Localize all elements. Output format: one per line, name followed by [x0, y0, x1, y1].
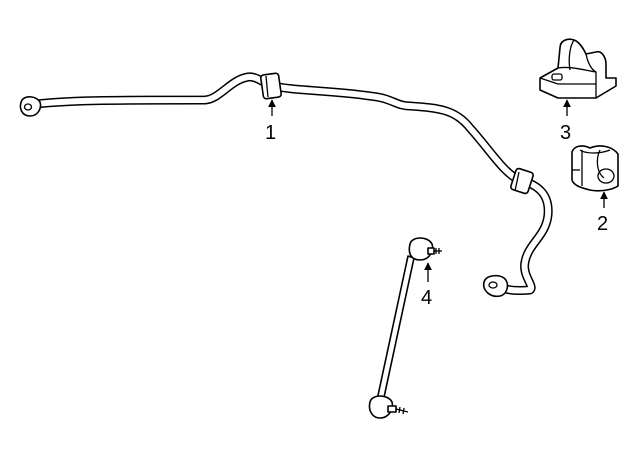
bar-end-right	[482, 274, 509, 298]
callout-1: 1	[265, 122, 276, 144]
bar-bushing-right	[510, 167, 534, 195]
bar-bushing-left	[260, 72, 282, 100]
stabilizer-link	[368, 237, 442, 419]
stabilizer-bar	[25, 72, 553, 295]
callout-3: 3	[560, 122, 571, 144]
bar-end-left	[19, 96, 42, 117]
bushing-bracket	[539, 38, 617, 99]
callout-2: 2	[597, 213, 608, 235]
callout-4: 4	[421, 287, 432, 309]
bushing	[571, 145, 619, 192]
